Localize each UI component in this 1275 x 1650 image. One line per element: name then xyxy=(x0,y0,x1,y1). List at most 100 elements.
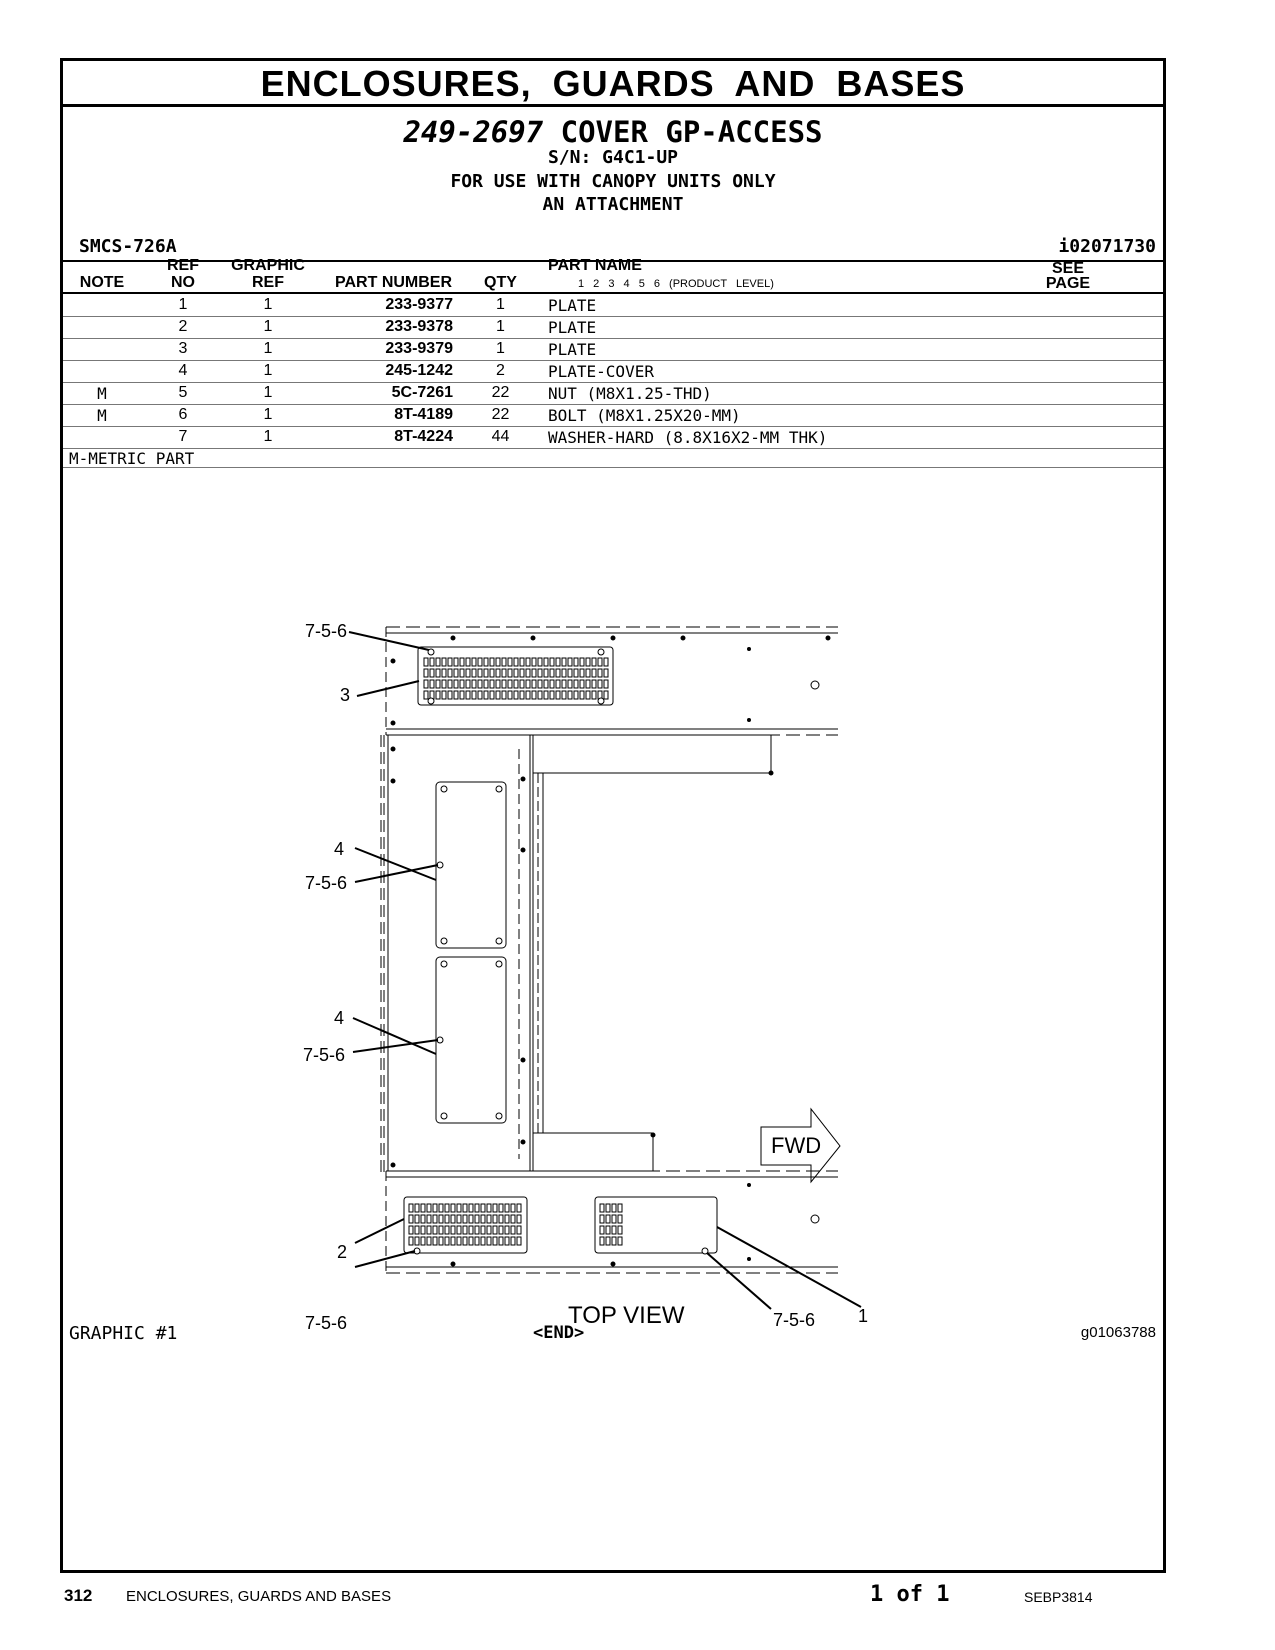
grille-slot xyxy=(414,1214,420,1224)
callout-cover-4a: 4 xyxy=(334,839,344,859)
grille-slot xyxy=(441,657,447,667)
grille-slot xyxy=(561,679,567,689)
grille-slot xyxy=(471,690,477,700)
grille-slot xyxy=(501,679,507,689)
grille-slot xyxy=(480,1214,486,1224)
grille-slot xyxy=(513,690,519,700)
grille-slot xyxy=(617,1214,623,1224)
row-rule xyxy=(63,382,1163,383)
grille-slot xyxy=(420,1214,426,1224)
header-part-name: PART NAME xyxy=(548,257,642,274)
grille-slot xyxy=(462,1203,468,1213)
grille-slot xyxy=(420,1236,426,1246)
grille-slot xyxy=(477,690,483,700)
row-rule xyxy=(63,338,1163,339)
footer-page-number: 312 xyxy=(64,1586,93,1605)
grille-slot xyxy=(561,657,567,667)
grille-slot xyxy=(567,668,573,678)
grille-slot xyxy=(507,679,513,689)
callout-plate-1: 1 xyxy=(858,1306,868,1326)
header-note: NOTE xyxy=(79,274,125,291)
footer-page-of: 1 of 1 xyxy=(870,1582,950,1607)
grille-slot xyxy=(456,1214,462,1224)
info-id: i02071730 xyxy=(1058,236,1156,257)
group-name: COVER GP-ACCESS xyxy=(560,115,823,149)
footer-section: ENCLOSURES, GUARDS AND BASES xyxy=(126,1588,392,1605)
grille-slot xyxy=(504,1236,510,1246)
grille-slot xyxy=(420,1225,426,1235)
grille-slot xyxy=(477,657,483,667)
grille-slot xyxy=(585,679,591,689)
grille-slot xyxy=(495,657,501,667)
group-number: 249-2697 xyxy=(403,115,544,149)
grille-slot xyxy=(444,1236,450,1246)
grille-slot xyxy=(468,1214,474,1224)
grille-slot xyxy=(450,1203,456,1213)
grille-slot xyxy=(585,690,591,700)
grille-slot xyxy=(510,1203,516,1213)
grille-slot xyxy=(573,690,579,700)
grille-slot xyxy=(561,690,567,700)
note-cell: M xyxy=(97,384,107,403)
grille-slot xyxy=(519,679,525,689)
grille-slot xyxy=(495,668,501,678)
grille-slot xyxy=(525,668,531,678)
grille-slot xyxy=(603,690,609,700)
grille-slot xyxy=(549,657,555,667)
grille-slot xyxy=(537,668,543,678)
grille-slot xyxy=(537,679,543,689)
grille-slot xyxy=(611,1225,617,1235)
qty-cell: 1 xyxy=(496,318,505,335)
grille-slot xyxy=(423,690,429,700)
graphic-ref-cell: 1 xyxy=(263,318,273,335)
grille-slot xyxy=(447,668,453,678)
grille-slot xyxy=(489,668,495,678)
grille-slot xyxy=(462,1214,468,1224)
grille-slot xyxy=(617,1225,623,1235)
grille-slot xyxy=(492,1225,498,1235)
grille-slot xyxy=(510,1236,516,1246)
part-name-cell: PLATE xyxy=(548,340,597,359)
grille-slot xyxy=(483,679,489,689)
grille-slot xyxy=(549,690,555,700)
part-number-cell: 8T-4224 xyxy=(394,428,453,445)
grille-slot xyxy=(591,690,597,700)
grille-slot xyxy=(567,657,573,667)
grille-slot xyxy=(486,1225,492,1235)
grille-slot xyxy=(453,679,459,689)
grille-slot xyxy=(579,690,585,700)
grille-slot xyxy=(492,1214,498,1224)
header-part-number: PART NUMBER xyxy=(335,274,453,291)
serial-range: S/N: G4C1-UP xyxy=(547,147,679,168)
grille-slot xyxy=(432,1225,438,1235)
part-number-cell: 245-1242 xyxy=(385,362,453,379)
grille-slot xyxy=(474,1225,480,1235)
grille-slot xyxy=(483,690,489,700)
grille-slot xyxy=(617,1236,623,1246)
grille-slot xyxy=(510,1225,516,1235)
callout-hw-top: 7-5-6 xyxy=(305,621,347,641)
part-number-cell: 8T-4189 xyxy=(394,406,453,423)
grille-slot xyxy=(507,668,513,678)
grille-slot xyxy=(429,657,435,667)
header-ref-bottom: NO xyxy=(171,274,195,291)
graphic-ref-cell: 1 xyxy=(263,340,273,357)
grille-slot xyxy=(447,657,453,667)
grille-slot xyxy=(573,668,579,678)
grille-slot xyxy=(531,657,537,667)
row-rule xyxy=(63,404,1163,405)
grille-slot xyxy=(459,668,465,678)
grille-slot xyxy=(611,1214,617,1224)
grille-slot xyxy=(474,1236,480,1246)
footnote: M-METRIC PART xyxy=(69,449,195,468)
header-product-levels: 1 2 3 4 5 6 (PRODUCT LEVEL) xyxy=(578,278,774,290)
grille-slot xyxy=(489,657,495,667)
header-bottom-rule xyxy=(63,292,1163,294)
view-label: TOP VIEW xyxy=(568,1302,685,1329)
grille-slot xyxy=(453,690,459,700)
grille-slot xyxy=(591,668,597,678)
grille-slot xyxy=(468,1203,474,1213)
end-marker: <END> xyxy=(533,1323,585,1343)
grille-slot xyxy=(498,1203,504,1213)
